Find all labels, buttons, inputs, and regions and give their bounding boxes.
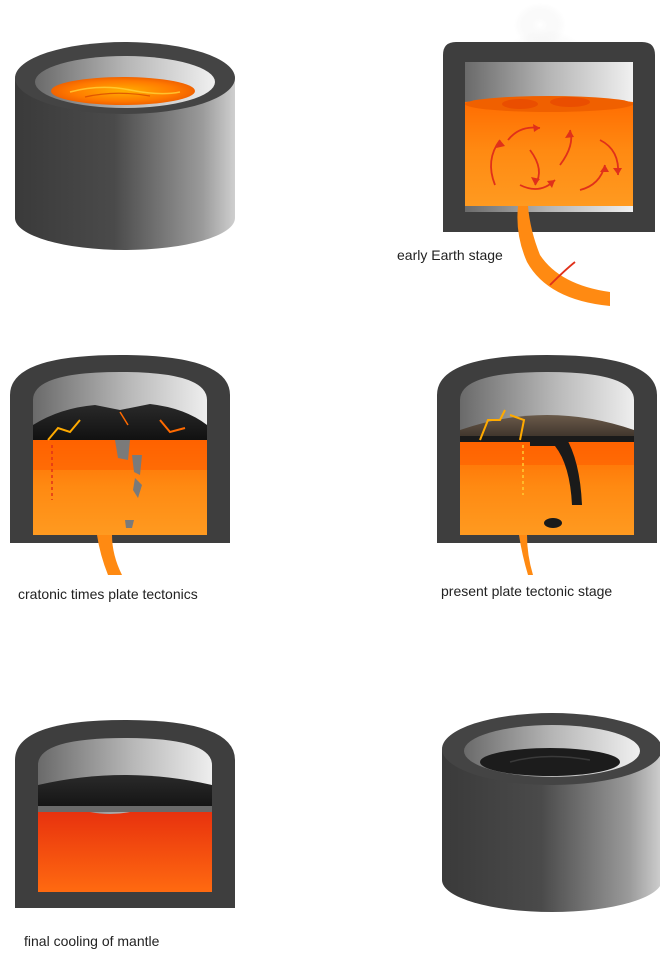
caption-early-earth-stage: early Earth stage — [397, 247, 503, 263]
caption-present-plate-tectonic-stage: present plate tectonic stage — [441, 583, 612, 599]
cutaway-final-cooling — [15, 720, 235, 908]
cutaway-present — [437, 355, 657, 575]
caption-cratonic-plate-tectonics: cratonic times plate tectonics — [18, 586, 198, 602]
cutaway-cratonic — [10, 355, 230, 575]
cylinder-solidified — [442, 713, 660, 912]
cylinder-molten-top — [15, 42, 235, 250]
caption-final-cooling-of-mantle: final cooling of mantle — [24, 933, 159, 949]
